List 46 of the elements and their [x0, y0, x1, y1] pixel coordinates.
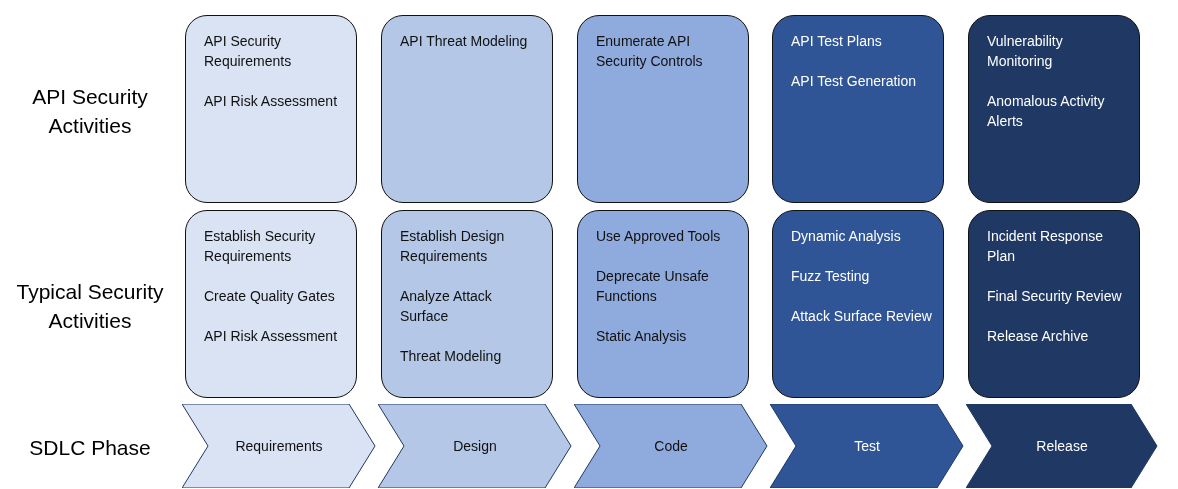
activity-text: API Security Requirements — [204, 32, 293, 71]
activity-card — [577, 15, 749, 203]
activity-text: API Test Generation — [791, 72, 918, 91]
activity-text: API Risk Assessment — [204, 92, 339, 111]
sdlc-phase-banner — [182, 404, 378, 488]
sdlc-phase-banner — [378, 404, 574, 488]
activity-text: Static Analysis — [596, 327, 688, 346]
activity-card — [381, 15, 553, 203]
activity-card — [772, 15, 944, 203]
activity-text: Dynamic Analysis — [791, 227, 902, 246]
activity-card — [968, 210, 1140, 398]
activity-text: Create Quality Gates — [204, 287, 336, 306]
activity-text: Establish Security Requirements — [204, 227, 317, 266]
phase-label: Requirements — [234, 437, 324, 456]
activity-text: API Threat Modeling — [400, 32, 529, 51]
activity-text: Attack Surface Review — [791, 307, 933, 326]
phase-label: Test — [853, 437, 881, 456]
activity-text: Use Approved Tools — [596, 227, 722, 246]
row-label: SDLC Phase — [28, 435, 152, 461]
activity-card — [381, 210, 553, 398]
activity-card — [968, 15, 1140, 203]
activity-text: Release Archive — [987, 327, 1090, 346]
activity-text: Anomalous Activity Alerts — [987, 92, 1106, 131]
activity-text: Vulnerability Monitoring — [987, 32, 1064, 71]
activity-card — [185, 15, 357, 203]
sdlc-phase-banner — [770, 404, 966, 488]
phase-label: Release — [1035, 437, 1089, 456]
phase-label: Design — [452, 437, 498, 456]
activity-text: Fuzz Testing — [791, 267, 871, 286]
activity-text: Establish Design Requirements — [400, 227, 506, 266]
activity-text: Enumerate API Security Controls — [596, 32, 704, 71]
activity-text: Threat Modeling — [400, 347, 503, 366]
activity-card — [772, 210, 944, 398]
activity-text: API Test Plans — [791, 32, 883, 51]
activity-text: Analyze Attack Surface — [400, 287, 493, 326]
activity-card — [185, 210, 357, 398]
activity-text: Final Security Review — [987, 287, 1123, 306]
activity-text: Deprecate Unsafe Functions — [596, 267, 710, 306]
row-label: API Security Activities — [31, 84, 149, 139]
activity-card — [577, 210, 749, 398]
row-label: Typical Security Activities — [15, 279, 165, 334]
sdlc-phase-banner — [574, 404, 770, 488]
phase-label: Code — [653, 437, 689, 456]
activity-text: API Risk Assessment — [204, 327, 339, 346]
activity-text: Incident Response Plan — [987, 227, 1104, 266]
sdlc-phase-banner — [966, 404, 1160, 488]
